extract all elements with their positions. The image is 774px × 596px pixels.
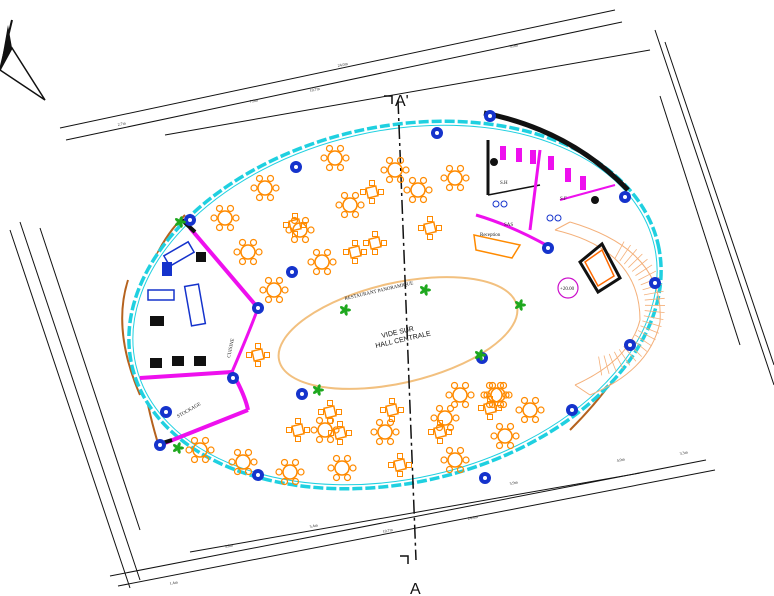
round-table (307, 248, 337, 276)
dim-top-2: 7.0m (249, 97, 259, 104)
dim-bot-7: 4.0m (616, 456, 626, 463)
plant-icon (419, 284, 431, 296)
site-lines (9, 9, 774, 589)
round-table (327, 454, 357, 482)
round-table (440, 446, 470, 474)
square-table (283, 213, 307, 237)
section-mark-top: A' (395, 93, 409, 110)
square-table (363, 231, 387, 255)
round-table (483, 381, 513, 409)
round-table (320, 144, 350, 172)
square-table (478, 396, 502, 420)
plants (172, 216, 526, 454)
plant-icon (312, 384, 324, 396)
dimension-labels: 2.7m 7.0m 10.7m 24.0m 5.0m 1.4m 3.6m 5.4… (117, 42, 689, 586)
dim-top-1: 2.7m (117, 120, 127, 127)
round-table (335, 191, 365, 219)
sf-label: S.F (560, 197, 567, 202)
round-table (403, 176, 433, 204)
plant-icon (172, 442, 184, 454)
dim-top-3: 10.7m (309, 86, 321, 93)
cuisine-label: CUISINE (227, 338, 236, 358)
reception-label: Reception (480, 233, 501, 238)
dim-bot-4: 10.7m (382, 527, 394, 534)
square-table (360, 180, 384, 204)
round-table (233, 238, 263, 266)
square-table (286, 418, 310, 442)
section-mark-bottom: A (410, 581, 421, 596)
round-table (445, 381, 475, 409)
square-table (418, 216, 442, 240)
round-table (515, 396, 545, 424)
north-arrow-icon (0, 19, 46, 101)
dim-bot-1: 1.4m (169, 579, 179, 586)
dim-top-5: 5.0m (509, 42, 519, 49)
round-table (275, 458, 305, 486)
round-table (440, 164, 470, 192)
sh-label: S.H (500, 181, 508, 186)
staircase (554, 221, 661, 396)
square-table (380, 398, 404, 422)
level-mark-label: +20.00 (560, 287, 575, 292)
round-table (185, 436, 215, 464)
sas-label: SAS (504, 223, 513, 228)
dim-bot-3: 5.4m (309, 522, 319, 529)
square-table (328, 421, 352, 445)
dining-tables (185, 144, 545, 486)
stair-core (578, 241, 622, 295)
dim-bot-8: 3.3m (679, 449, 689, 456)
round-table (228, 448, 258, 476)
square-table (318, 400, 342, 424)
dim-top-4: 24.0m (337, 61, 349, 68)
square-table (388, 453, 412, 477)
columns (154, 110, 661, 484)
round-table (480, 381, 510, 409)
round-table (370, 418, 400, 446)
square-table (246, 343, 270, 367)
round-table (259, 276, 289, 304)
round-table (490, 422, 520, 450)
dim-bot-5: 24.4m (467, 514, 479, 521)
level-mark-icon (557, 277, 579, 299)
plant-icon (474, 349, 486, 361)
round-table (380, 156, 410, 184)
dim-bot-6: 5.9m (509, 479, 519, 486)
round-table (210, 204, 240, 232)
plant-icon (339, 304, 351, 316)
plant-icon (514, 299, 526, 311)
dim-bot-2: 3.6m (224, 542, 234, 549)
square-table (428, 420, 452, 444)
round-table (250, 174, 280, 202)
plant-icon (174, 216, 186, 228)
building-outline (127, 119, 663, 491)
square-table (343, 240, 367, 264)
sanitary-zone (473, 110, 630, 259)
